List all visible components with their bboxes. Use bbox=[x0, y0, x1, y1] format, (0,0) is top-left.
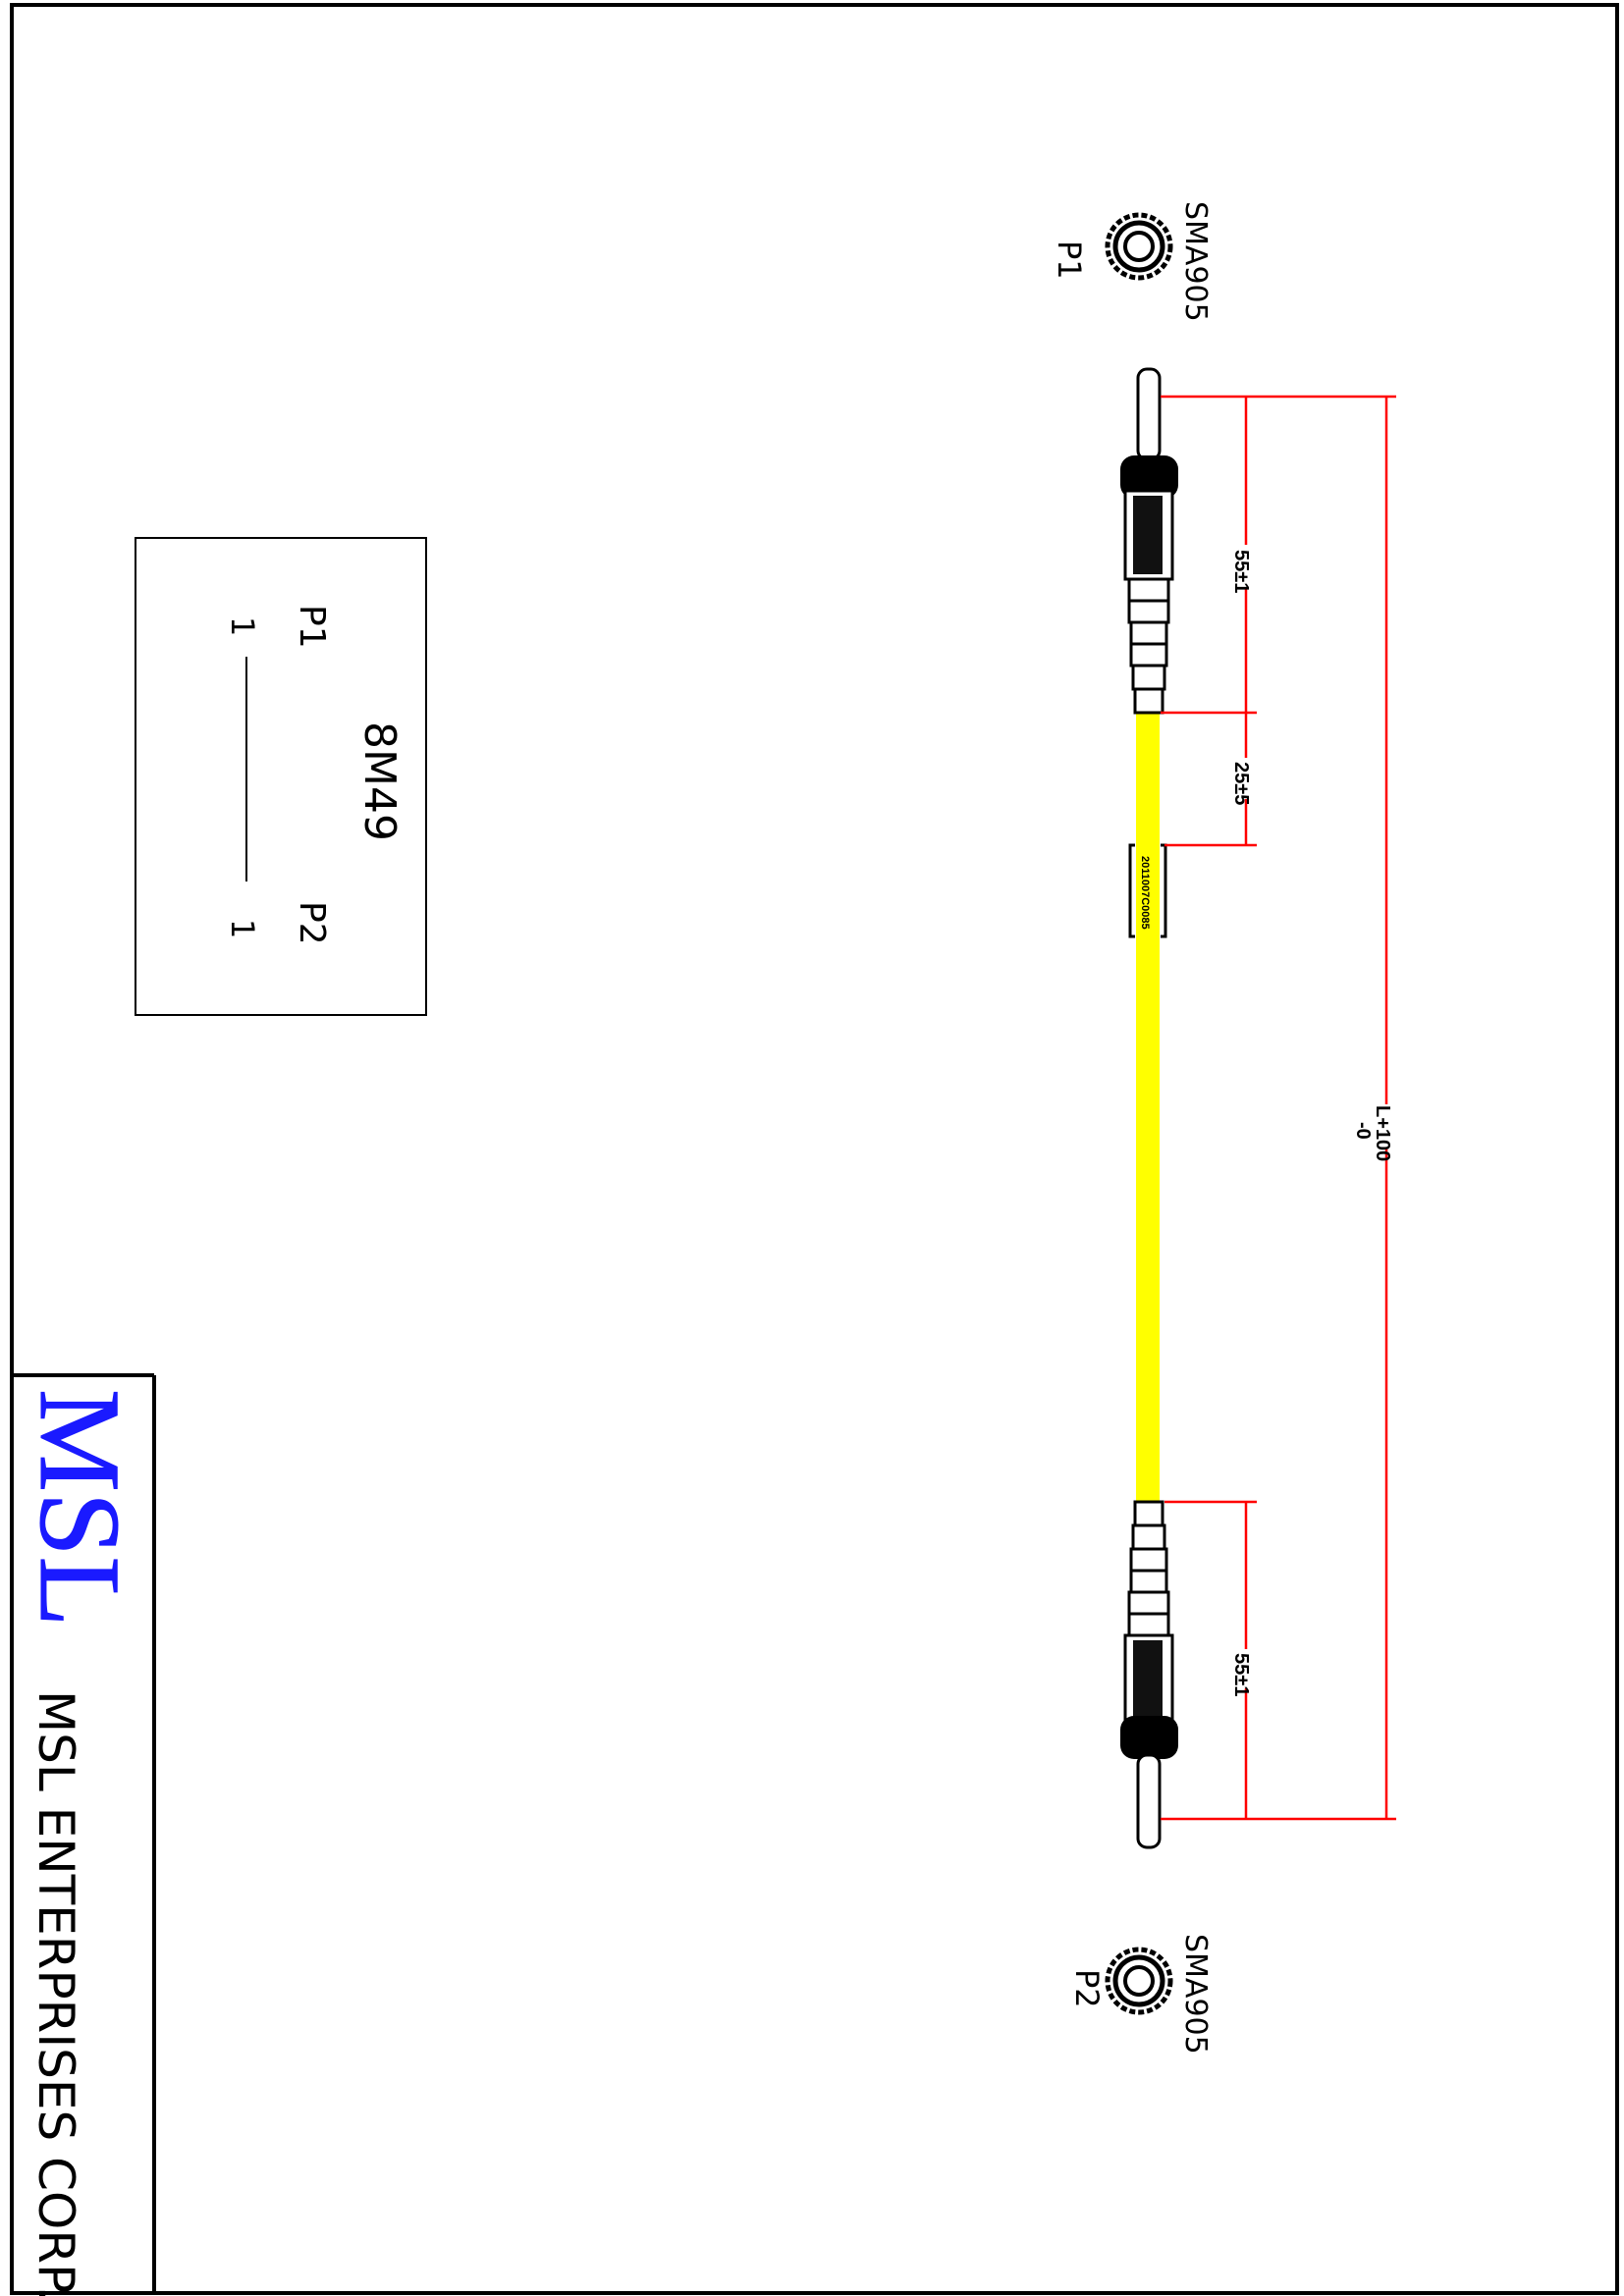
cable-label: 2011007C0085 bbox=[1128, 843, 1167, 938]
connector-p2 bbox=[1120, 1500, 1178, 1849]
part-number: 8M49 bbox=[354, 721, 405, 841]
dim-overall-length: L+100 bbox=[1372, 1105, 1393, 1161]
title-block: MSL MSL ENTERPRISES CORP. bbox=[12, 1373, 156, 2296]
dim-connector-top: 55±1 bbox=[1230, 550, 1252, 593]
connector-p1-port: P1 bbox=[1051, 240, 1088, 280]
sheet-border bbox=[10, 3, 1619, 2295]
schematic-port-p1: P1 bbox=[292, 605, 332, 649]
dim-connector-bottom: 55±1 bbox=[1230, 1653, 1252, 1696]
schematic-pin-p1: 1 bbox=[224, 616, 261, 636]
cable bbox=[1136, 713, 1160, 1502]
connector-p1-type: SMA905 bbox=[1178, 201, 1213, 322]
cable-label-text: 2011007C0085 bbox=[1139, 856, 1151, 930]
company-name: MSL ENTERPRISES CORP. bbox=[27, 1690, 84, 2296]
connector-p1 bbox=[1120, 367, 1178, 715]
connector-p1-end-view: SMA905 P1 bbox=[1051, 201, 1213, 322]
dim-label-offset: 25±5 bbox=[1230, 762, 1252, 805]
schematic-pin-p2: 1 bbox=[224, 919, 261, 938]
dimension-lines bbox=[1161, 395, 1396, 1821]
connector-p2-type: SMA905 bbox=[1178, 1934, 1213, 2055]
connector-p2-port: P2 bbox=[1068, 1969, 1106, 2008]
schematic-box: 8M49 P1 1 P2 1 bbox=[135, 537, 427, 1016]
msl-logo: MSL bbox=[16, 1389, 144, 1628]
connector-p2-end-view: SMA905 P2 bbox=[1068, 1934, 1213, 2055]
schematic-port-p2: P2 bbox=[292, 901, 332, 945]
dim-overall-tolerance: -0 bbox=[1352, 1122, 1374, 1140]
